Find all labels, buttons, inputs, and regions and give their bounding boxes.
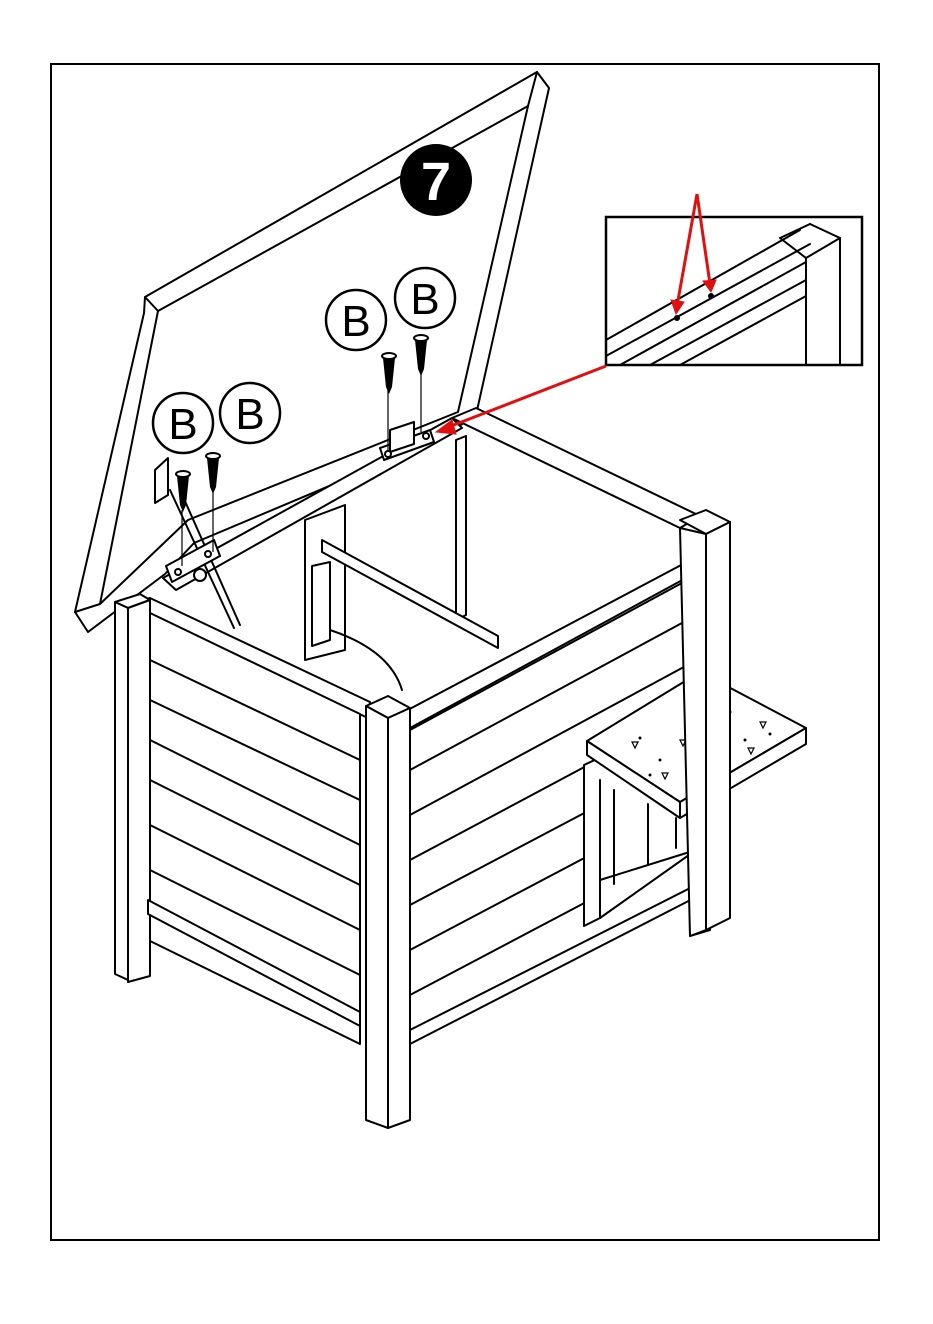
svg-text:B: B: [341, 297, 370, 346]
step-number-badge: 7: [400, 144, 472, 216]
svg-text:7: 7: [421, 152, 451, 212]
svg-text:B: B: [410, 275, 439, 324]
part-label-b: B: [153, 393, 213, 453]
part-label-b: B: [395, 268, 455, 328]
detail-inset: [606, 217, 862, 365]
part-label-b: B: [220, 383, 280, 443]
svg-text:B: B: [235, 390, 264, 439]
svg-text:B: B: [168, 400, 197, 449]
part-label-b: B: [326, 290, 386, 350]
